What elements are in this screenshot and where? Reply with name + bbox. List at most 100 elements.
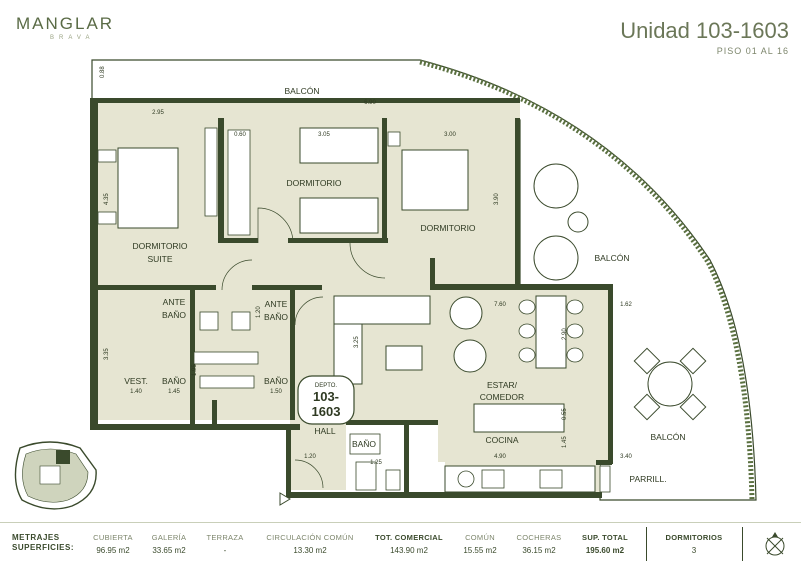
metric-cubierta: CUBIERTA 96.95 m2: [93, 533, 133, 555]
key-plan-icon: [14, 441, 97, 510]
unit-title: Unidad 103-1603: [620, 18, 789, 43]
suite-bed: [117, 147, 179, 229]
metric-terraza: TERRAZA -: [206, 533, 244, 555]
depto-num-1: 103-: [313, 389, 339, 404]
footer-metrics: METRAJES SUPERFICIES: CUBIERTA 96.95 m2 …: [0, 522, 801, 571]
label-ante-bano-1a: ANTE: [163, 297, 186, 307]
dim-295: 2.95: [152, 110, 164, 116]
suite-closet: [204, 127, 218, 217]
label-dorm-suite-2: SUITE: [147, 254, 172, 264]
dorm-bed-1: [299, 127, 379, 164]
dim-690: 6.90: [364, 100, 376, 106]
dim-335: 3.35: [104, 348, 110, 360]
dim-150: 1.50: [270, 389, 282, 395]
label-ante-bano-2a: ANTE: [265, 299, 288, 309]
dim-325: 3.25: [354, 336, 360, 348]
label-dorm-suite-1: DORMITORIO: [132, 241, 187, 251]
dim-145b: 1.45: [562, 436, 568, 448]
label-ante-bano-2b: BAÑO: [264, 312, 288, 322]
dorm-right-nightstand: [387, 131, 401, 147]
dimensions: 0.88 6.90 2.95 0.60 3.05 3.00 4.35 3.90 …: [100, 66, 632, 466]
suite-nightstand-1: [97, 149, 117, 163]
dorm-closet: [227, 129, 251, 236]
label-bano-1: BAÑO: [162, 376, 186, 386]
footer-title-1: METRAJES: [12, 533, 60, 542]
footer-title: METRAJES SUPERFICIES:: [12, 533, 74, 553]
planter-edge: [419, 59, 755, 501]
brand-logo: MANGLAR BRAVA: [16, 14, 114, 41]
suite-nightstand-2: [97, 211, 117, 225]
label-dorm-center: DORMITORIO: [286, 178, 341, 188]
label-parrill: PARRILL.: [629, 474, 666, 484]
dim-435: 4.35: [104, 193, 110, 205]
metric-sup-total: SUP. TOTAL 195.60 m2: [582, 533, 628, 555]
armchair-1: [449, 296, 483, 330]
metric-circulacion: CIRCULACIÓN COMÚN 13.30 m2: [266, 533, 354, 555]
dim-195: 1.95: [192, 364, 198, 376]
brand-name: MANGLAR: [16, 14, 115, 33]
dim-760: 7.60: [494, 302, 506, 308]
label-balcon-lower: BALCÓN: [651, 432, 686, 442]
label-estar-2: COMEDOR: [480, 392, 524, 402]
dim-125: 1.25: [370, 460, 382, 466]
walls: [90, 98, 613, 498]
dim-305: 3.05: [318, 132, 330, 138]
dim-290: 2.90: [562, 328, 568, 340]
dining-chairs: [518, 299, 584, 363]
kitchen-bin: [457, 470, 475, 488]
brand-sub: BRAVA: [50, 35, 95, 41]
dining-table: [535, 295, 567, 369]
dim-300: 3.00: [444, 132, 456, 138]
metric-galeria: GALERÍA 33.65 m2: [151, 533, 187, 555]
label-balcon-right: BALCÓN: [595, 253, 630, 263]
label-dorm-right: DORMITORIO: [420, 223, 475, 233]
kitchen-stove: [539, 469, 563, 489]
footer-separator: [646, 527, 647, 561]
floor-plan: DEPTO. 103- 1603 BALCÓN BALCÓN BALCÓN DO…: [14, 59, 757, 510]
dim-120a: 1.20: [256, 306, 262, 318]
sofa-back: [333, 295, 431, 325]
dim-140: 1.40: [130, 389, 142, 395]
label-cocina: COCINA: [485, 435, 518, 445]
dim-340: 3.40: [620, 454, 632, 460]
metric-dormitorios: DORMITORIOS 3: [665, 533, 723, 555]
metric-comun: COMÚN 15.55 m2: [463, 533, 497, 555]
label-vest: VEST.: [124, 376, 148, 386]
metric-tot-comercial: TOT. COMERCIAL 143.90 m2: [375, 533, 443, 555]
coffee-table: [385, 345, 423, 371]
dorm-right-bed: [401, 149, 469, 211]
kitchen-island: [473, 403, 565, 433]
dim-055: 0.55: [562, 408, 568, 420]
dim-162: 1.62: [620, 302, 632, 308]
dim-490: 4.90: [494, 454, 506, 460]
label-balcon-top: BALCÓN: [285, 86, 320, 96]
kitchen-sink: [481, 469, 505, 489]
grill: [599, 465, 611, 493]
footer-separator-2: [742, 527, 743, 561]
metric-cocheras: COCHERAS 36.15 m2: [516, 533, 562, 555]
north-compass-icon: [765, 532, 785, 556]
balcony-area: [91, 59, 757, 501]
label-hall: HALL: [314, 426, 336, 436]
label-bano-3: BAÑO: [352, 439, 376, 449]
dim-120b: 1.20: [304, 454, 316, 460]
dim-390: 3.90: [494, 193, 500, 205]
sofa-side: [333, 323, 363, 385]
door-swings: [221, 207, 386, 489]
unit-floors: PISO 01 AL 16: [716, 46, 789, 56]
dim-088: 0.88: [100, 66, 106, 78]
entry-arrow-icon: [279, 492, 291, 506]
depto-badge: [297, 375, 355, 425]
armchair-2: [453, 339, 487, 373]
label-estar-1: ESTAR/: [487, 380, 518, 390]
dim-145: 1.45: [168, 389, 180, 395]
footer-title-2: SUPERFICIES:: [12, 543, 75, 552]
dim-060: 0.60: [234, 132, 246, 138]
interior-floor-top: [96, 100, 520, 120]
balcony-furniture: [533, 163, 707, 421]
label-ante-bano-1b: BAÑO: [162, 310, 186, 320]
depto-num-2: 1603: [312, 404, 341, 419]
label-bano-2: BAÑO: [264, 376, 288, 386]
kitchen-counter: [444, 465, 596, 493]
